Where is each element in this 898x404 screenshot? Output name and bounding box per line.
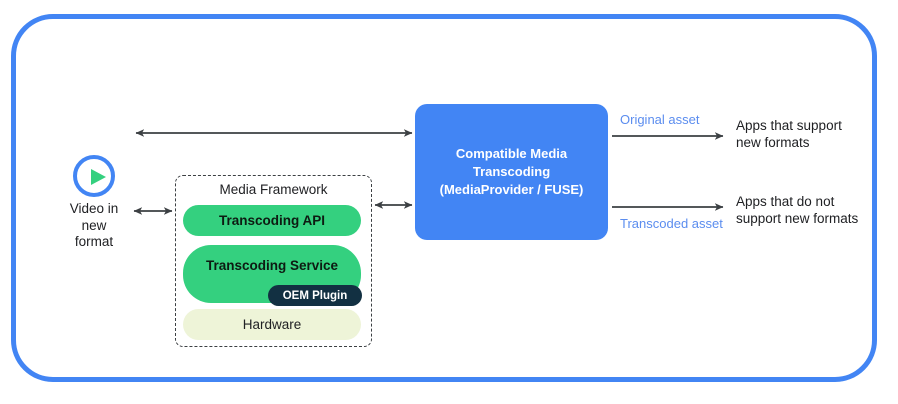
media-framework-title: Media Framework <box>219 182 328 197</box>
oem-plugin-badge[interactable]: OEM Plugin <box>268 285 362 306</box>
play-circle-icon <box>73 155 115 197</box>
layer-transcoding-api[interactable]: Transcoding API <box>183 205 361 236</box>
layer-hardware[interactable]: Hardware <box>183 309 361 340</box>
label-apps-that-support-new-formats: Apps that support new formats <box>736 118 842 150</box>
label-original-asset: Original asset <box>620 112 700 127</box>
outer-blue-frame <box>11 14 877 382</box>
label-apps-that-do-not-support-new-formats: Apps that do not support new formats <box>736 194 859 226</box>
media-framework-container <box>175 175 372 347</box>
video-source-caption: Video in new format <box>69 201 119 249</box>
label-transcoded-asset: Transcoded asset <box>620 216 723 231</box>
compatible-media-transcoding-box[interactable]: Compatible Media Transcoding (MediaProvi… <box>415 104 608 240</box>
play-triangle-icon <box>91 169 106 185</box>
